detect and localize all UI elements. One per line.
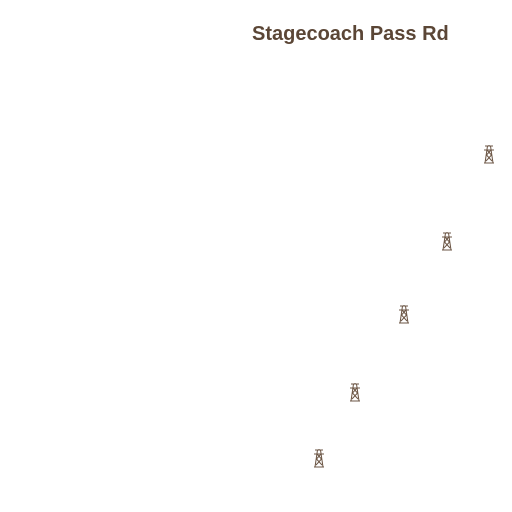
power-tower-icon (313, 448, 325, 468)
power-tower-icon (441, 231, 453, 251)
power-tower-icon (349, 382, 361, 402)
power-tower-icon (398, 304, 410, 324)
road-label: Stagecoach Pass Rd (252, 23, 449, 45)
power-tower-icon (483, 144, 495, 164)
